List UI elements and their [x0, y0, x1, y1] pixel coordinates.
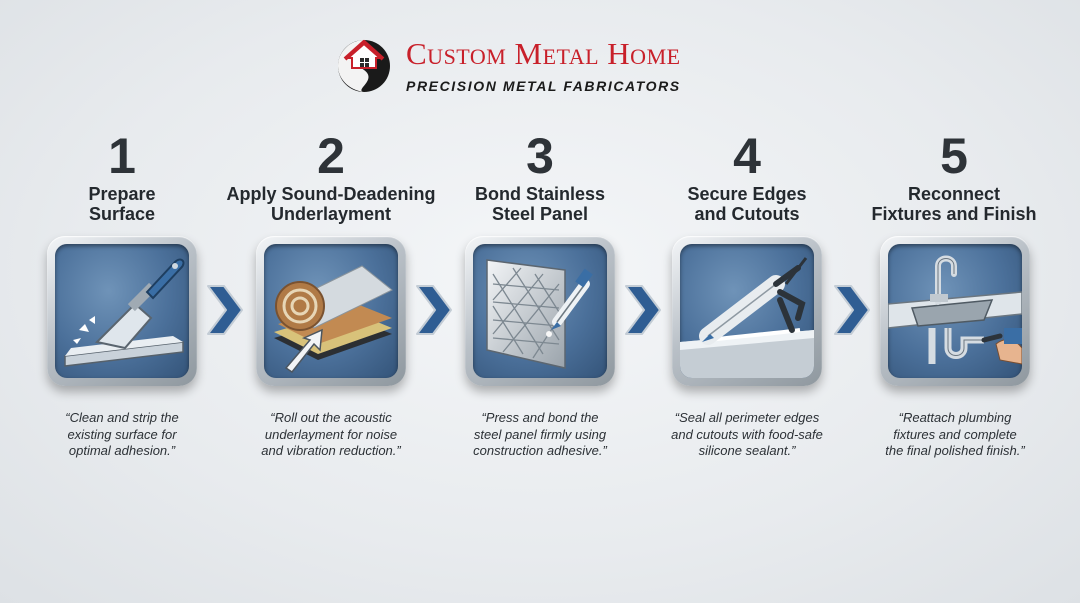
step-2: 2 Apply Sound-Deadening Underlayment [211, 128, 451, 226]
step-title: Bond Stainless Steel Panel [474, 184, 606, 224]
step-5: 5 Reconnect Fixtures and Finish [834, 128, 1074, 226]
chevron-right-icon [416, 285, 452, 335]
step-3: 3 Bond Stainless Steel Panel [420, 128, 660, 226]
underlayment-roll-icon [274, 265, 393, 374]
step-3-tile [465, 236, 615, 386]
chevron-right-icon [207, 285, 243, 335]
step-number: 3 [526, 128, 554, 184]
step-1-tile [47, 236, 197, 386]
step-4-tile [672, 236, 822, 386]
step-number: 5 [940, 128, 968, 184]
chevron-right-icon [625, 285, 661, 335]
brand-logo: Custom Metal Home PRECISION METAL FABRIC… [334, 34, 754, 98]
brand-name: Custom Metal Home [406, 36, 681, 71]
step-title: Reconnect Fixtures and Finish [871, 184, 1037, 224]
putty-knife-icon [64, 258, 185, 367]
chevron-right-icon [834, 285, 870, 335]
step-2-caption: “Roll out the acoustic underlayment for … [261, 410, 401, 458]
step-3-caption: “Press and bond the steel panel firmly u… [473, 410, 607, 458]
step-5-caption: “Reattach plumbing fixtures and complete… [885, 410, 1025, 458]
sink-faucet-icon [888, 255, 1022, 365]
step-title: Secure Edges and Cutouts [687, 184, 807, 224]
step-title: Apply Sound-Deadening Underlayment [226, 184, 436, 224]
step-number: 2 [317, 128, 345, 184]
step-4-caption: “Seal all perimeter edges and cutouts wi… [671, 410, 823, 458]
caulk-gun-icon [680, 257, 814, 378]
step-4: 4 Secure Edges and Cutouts [627, 128, 867, 226]
step-number: 1 [108, 128, 136, 184]
step-number: 4 [733, 128, 761, 184]
house-swirl-logo-icon [338, 40, 390, 92]
step-2-tile [256, 236, 406, 386]
brand-tagline: PRECISION METAL FABRICATORS [406, 78, 681, 94]
step-1-caption: “Clean and strip the existing surface fo… [65, 410, 179, 458]
step-title: Prepare Surface [88, 184, 156, 224]
step-5-tile [880, 236, 1030, 386]
step-1: 1 Prepare Surface [2, 128, 242, 226]
adhesive-panel-icon [486, 259, 593, 369]
